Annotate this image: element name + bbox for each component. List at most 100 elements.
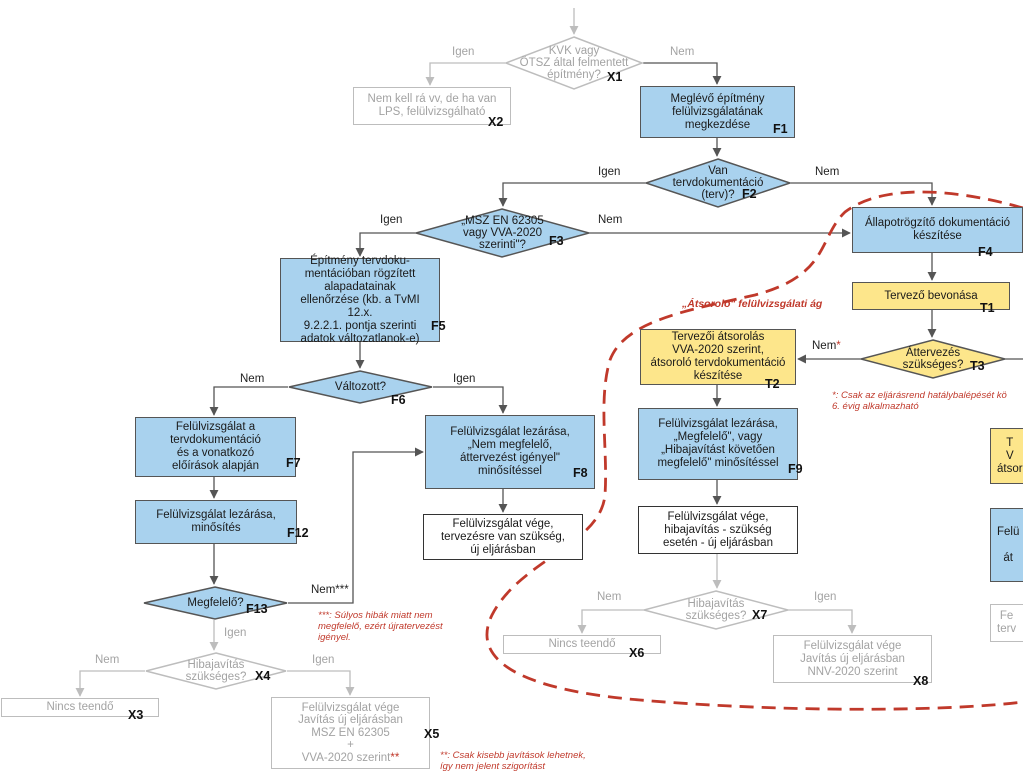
edge-label-f6-yes: Igen (453, 373, 476, 385)
connector-x1-f1 (643, 62, 722, 85)
edge-label-t3-no-text: Nem (812, 340, 837, 352)
code-x6: X6 (629, 646, 645, 660)
edge-label-x4-no: Nem (95, 654, 120, 666)
node-f8-text: Felülvizsgálat lezárása, „Nem megfelelő,… (450, 426, 570, 477)
note-star: *: Csak az eljárásrend hatálybalépését k… (832, 390, 1007, 412)
node-end-tervezes: Felülvizsgálat vége, tervezésre van szük… (423, 514, 583, 560)
connector-f13-f8 (288, 447, 424, 604)
node-cutoff-yellow: T V átsor (990, 428, 1023, 484)
edge-label-f13-no-stars: *** (335, 584, 349, 596)
code-f5: F5 (431, 319, 446, 333)
edge-label-f2-yes: Igen (598, 166, 621, 178)
decision-t3: Áttervezés szükséges? (858, 339, 1008, 379)
code-f7: F7 (286, 456, 301, 470)
node-cutoff-grey: Fe terv (990, 604, 1023, 642)
note-triple-star: ***: Súlyos hibák miatt nem megfelelő, e… (318, 610, 443, 643)
decision-f13: Megfelelő? (143, 586, 288, 620)
edge-label-f2-no: Nem (815, 166, 840, 178)
node-f4: Állapotrögzítő dokumentáció készítése (852, 207, 1023, 253)
code-f12: F12 (287, 526, 309, 540)
decision-f13-text: Megfelelő? (187, 597, 244, 609)
edge-label-x1-no: Nem (670, 46, 695, 58)
decision-t3-text: Áttervezés szükséges? (902, 347, 964, 371)
node-x6: Nincs teendő (503, 635, 661, 654)
node-x5-text: Felülvizsgálat vége Javítás új eljárásba… (298, 701, 403, 764)
node-f12-text: Felülvizsgálat lezárása, minősítés (156, 509, 276, 534)
edge-label-f13-no: Nem*** (311, 584, 349, 596)
atsorolo-branch-boundary (485, 190, 1023, 711)
note-double-star: **: Csak kisebb javítások lehetnek, így … (440, 750, 586, 772)
node-f9-text: Felülvizsgálat lezárása, „Megfelelő", va… (657, 418, 779, 469)
node-f7: Felülvizsgálat a tervdokumentáció és a v… (135, 417, 296, 477)
node-x8-text: Felülvizsgálat vége Javítás új eljárásba… (800, 639, 905, 678)
node-end-hibajavitas: Felülvizsgálat vége, hibajavítás - szüks… (638, 506, 798, 554)
decision-x1: KVK vagy ÖTSZ által felmentett építmény? (503, 36, 645, 90)
node-f9: Felülvizsgálat lezárása, „Megfelelő", va… (638, 408, 798, 480)
edge-label-f3-yes: Igen (380, 214, 403, 226)
decision-x4: Hibajavítás szükséges? (145, 652, 287, 690)
code-f3: F3 (549, 234, 564, 248)
code-f9: F9 (788, 462, 803, 476)
connector-f6-f8 (433, 386, 508, 414)
edge-label-t3-no: Nem* (812, 340, 841, 352)
code-f4: F4 (978, 245, 993, 259)
node-f4-text: Állapotrögzítő dokumentáció készítése (864, 217, 1011, 242)
code-x3: X3 (128, 708, 144, 722)
connector-x4-x3 (75, 670, 145, 697)
decision-f2-text: Van tervdokumentáció (terv)? (672, 165, 764, 201)
code-t2: T2 (765, 377, 780, 391)
decision-x7: Hibajavítás szükséges? (641, 590, 791, 630)
edge-label-f3-no: Nem (598, 214, 623, 226)
branch-label: „Átsoroló" felülvizsgálati ág (682, 298, 823, 310)
code-f1: F1 (773, 122, 788, 136)
node-x2-text: Nem kell rá vv, de ha van LPS, felülvizs… (367, 93, 497, 118)
connector-x7-x6 (577, 609, 643, 634)
connector-f3-f5 (355, 232, 415, 257)
node-f7-text: Felülvizsgálat a tervdokumentáció és a v… (170, 421, 261, 472)
edge-label-f13-no-text: Nem (311, 584, 336, 596)
node-t2: Tervezői átsorolás VVA-2020 szerint, áts… (640, 329, 796, 385)
decision-f3-text: „MSZ EN 62305 vagy VVA-2020 szerinti"? (461, 215, 544, 251)
node-t2-text: Tervezői átsorolás VVA-2020 szerint, áts… (650, 331, 786, 382)
node-f5-text: Építmény tervdoku- mentációban rögzített… (300, 254, 420, 345)
code-t3: T3 (970, 359, 985, 373)
edge-label-x7-no: Nem (597, 591, 622, 603)
edge-label-t3-no-star: * (836, 340, 841, 352)
decision-x4-text: Hibajavítás szükséges? (185, 659, 247, 683)
edge-label-x7-yes: Igen (814, 591, 837, 603)
node-t1: Tervező bevonása (852, 282, 1010, 310)
edge-label-f13-yes: Igen (224, 627, 247, 639)
code-f8: F8 (573, 466, 588, 480)
code-t1: T1 (980, 301, 995, 315)
node-x3: Nincs teendő (1, 698, 159, 717)
connector-f6-f7 (209, 386, 288, 416)
code-x5: X5 (424, 727, 440, 741)
decision-f6-text: Változott? (334, 381, 387, 393)
node-end-tervezes-text: Felülvizsgálat vége, tervezésre van szük… (440, 517, 565, 556)
connector-x1-x2 (425, 62, 505, 86)
code-f2: F2 (742, 187, 757, 201)
node-cutoff-blue: Felü át (990, 508, 1023, 582)
code-x7: X7 (752, 608, 768, 622)
node-x8: Felülvizsgálat vége Javítás új eljárásba… (773, 635, 932, 683)
node-cutoff-blue-text: Felü át (997, 525, 1020, 564)
decision-x1-text: KVK vagy ÖTSZ által felmentett építmény? (519, 45, 629, 81)
edge-label-x1-yes: Igen (452, 46, 475, 58)
node-x3-text: Nincs teendő (46, 701, 114, 713)
node-f8: Felülvizsgálat lezárása, „Nem megfelelő,… (425, 415, 595, 489)
code-x8: X8 (913, 674, 929, 688)
node-x2: Nem kell rá vv, de ha van LPS, felülvizs… (353, 87, 511, 125)
code-x1: X1 (607, 70, 623, 84)
decision-x7-text: Hibajavítás szükséges? (685, 598, 747, 622)
code-f6: F6 (391, 393, 406, 407)
connector-x7-x8 (789, 609, 857, 634)
connector-f2-f3 (498, 182, 645, 207)
node-f12: Felülvizsgálat lezárása, minősítés (135, 500, 297, 544)
node-end-hibajavitas-text: Felülvizsgálat vége, hibajavítás - szüks… (663, 510, 773, 549)
decision-f3: „MSZ EN 62305 vagy VVA-2020 szerinti"? (413, 208, 592, 258)
decision-f2: Van tervdokumentáció (terv)? (643, 158, 793, 208)
node-x6-text: Nincs teendő (548, 638, 616, 650)
decision-f6: Változott? (288, 370, 433, 404)
